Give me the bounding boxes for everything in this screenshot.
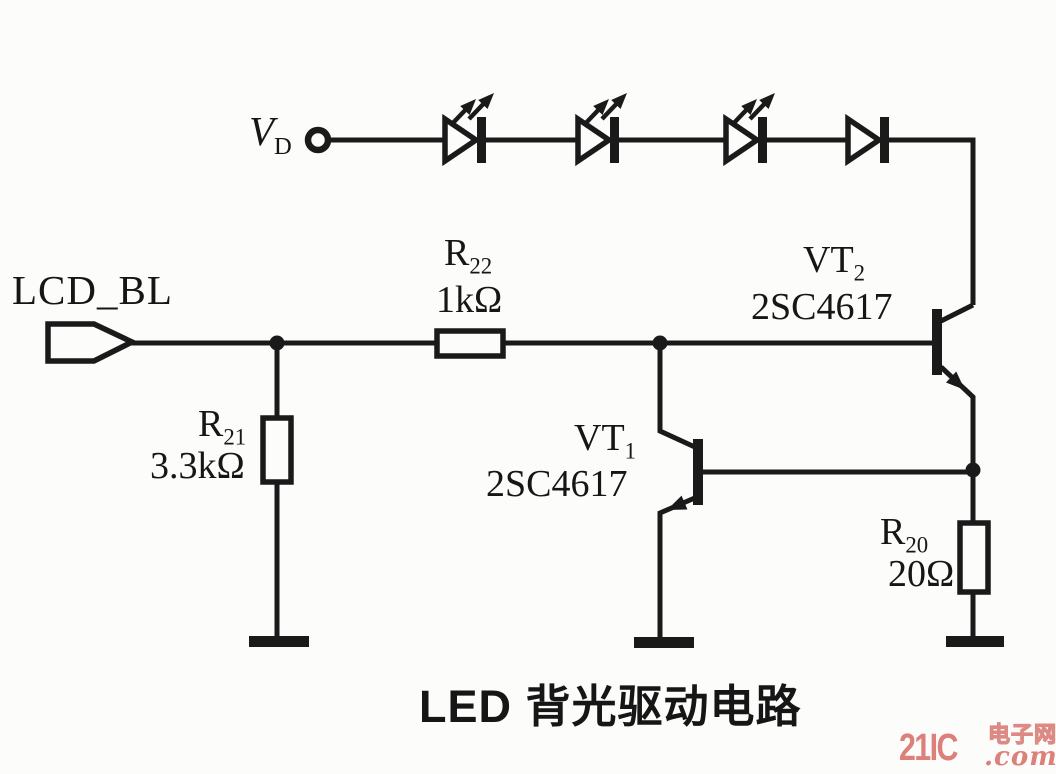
r20-value-label: 20Ω: [888, 553, 955, 595]
vt1-part-label: 2SC4617: [486, 463, 628, 505]
vt2-ref-base: VT: [803, 239, 854, 281]
vt2-part-label: 2SC4617: [751, 286, 893, 328]
r22-value-label: 1kΩ: [436, 279, 503, 321]
lcd-bl-connector-icon: [45, 321, 139, 364]
led-icon: [442, 93, 494, 167]
npn-transistor-vt1-icon: [667, 439, 703, 510]
vt1-ref-label: VT1: [574, 417, 636, 462]
r22-ref-label: R22: [444, 232, 492, 277]
vt1-ref-base: VT: [574, 417, 625, 459]
top-rail-wire: [329, 137, 976, 305]
lcd-bl-label: LCD_BL: [12, 267, 173, 313]
vt2-ref-label: VT2: [803, 239, 865, 284]
r22-ref-base: R: [444, 232, 470, 274]
wires: [131, 137, 976, 637]
led-chain: [442, 93, 889, 167]
npn-transistor-vt2-icon: [932, 309, 965, 390]
supply-label-sub: D: [274, 133, 292, 161]
supply-terminal-icon: [304, 126, 332, 154]
r21-ref-sub: 21: [223, 424, 247, 450]
resistor-r20-icon: [957, 520, 991, 595]
r20-ref-label: R20: [880, 511, 928, 556]
junction-dots: [269, 335, 981, 478]
figure-title: LED 背光驱动电路: [419, 681, 802, 732]
ground-icon: [946, 636, 1004, 647]
r22-ref-sub: 22: [469, 253, 493, 279]
vt2-emitter-r20-wire: [939, 365, 976, 637]
emitter-arrow-icon: [667, 495, 688, 510]
junction-dot: [269, 335, 285, 351]
watermark-site-cn: 电子网: [987, 722, 1056, 747]
r20-ref-sub: 20: [905, 532, 929, 558]
led-icon: [723, 93, 775, 167]
watermark-tld: .com: [984, 742, 1056, 772]
supply-label: VD: [249, 108, 292, 159]
ground-icon: [634, 637, 694, 648]
r20-ref-base: R: [880, 511, 906, 553]
r21-ref-label: R21: [198, 403, 246, 448]
junction-dot: [965, 462, 981, 478]
vt2-collector-wire: [939, 302, 975, 324]
r21-value-label: 3.3kΩ: [150, 445, 245, 487]
grounds: [249, 636, 1004, 648]
resistor-r22-icon: [434, 328, 506, 359]
supply-label-base: V: [249, 108, 275, 154]
resistors: [260, 328, 991, 595]
resistor-r21-icon: [260, 415, 294, 485]
junction-dot: [652, 335, 668, 351]
vt1-collector-wire: [657, 343, 699, 451]
diode-icon: [845, 113, 889, 167]
vt1-ref-sub: 1: [624, 438, 637, 464]
led-icon: [575, 93, 627, 167]
vt2-ref-sub: 2: [853, 260, 866, 286]
ground-icon: [249, 636, 309, 647]
emitter-arrow-icon: [945, 371, 965, 390]
vt1-emitter-wire: [657, 494, 698, 637]
watermark-brand: 21IC: [899, 727, 958, 769]
r21-ref-base: R: [198, 403, 224, 445]
